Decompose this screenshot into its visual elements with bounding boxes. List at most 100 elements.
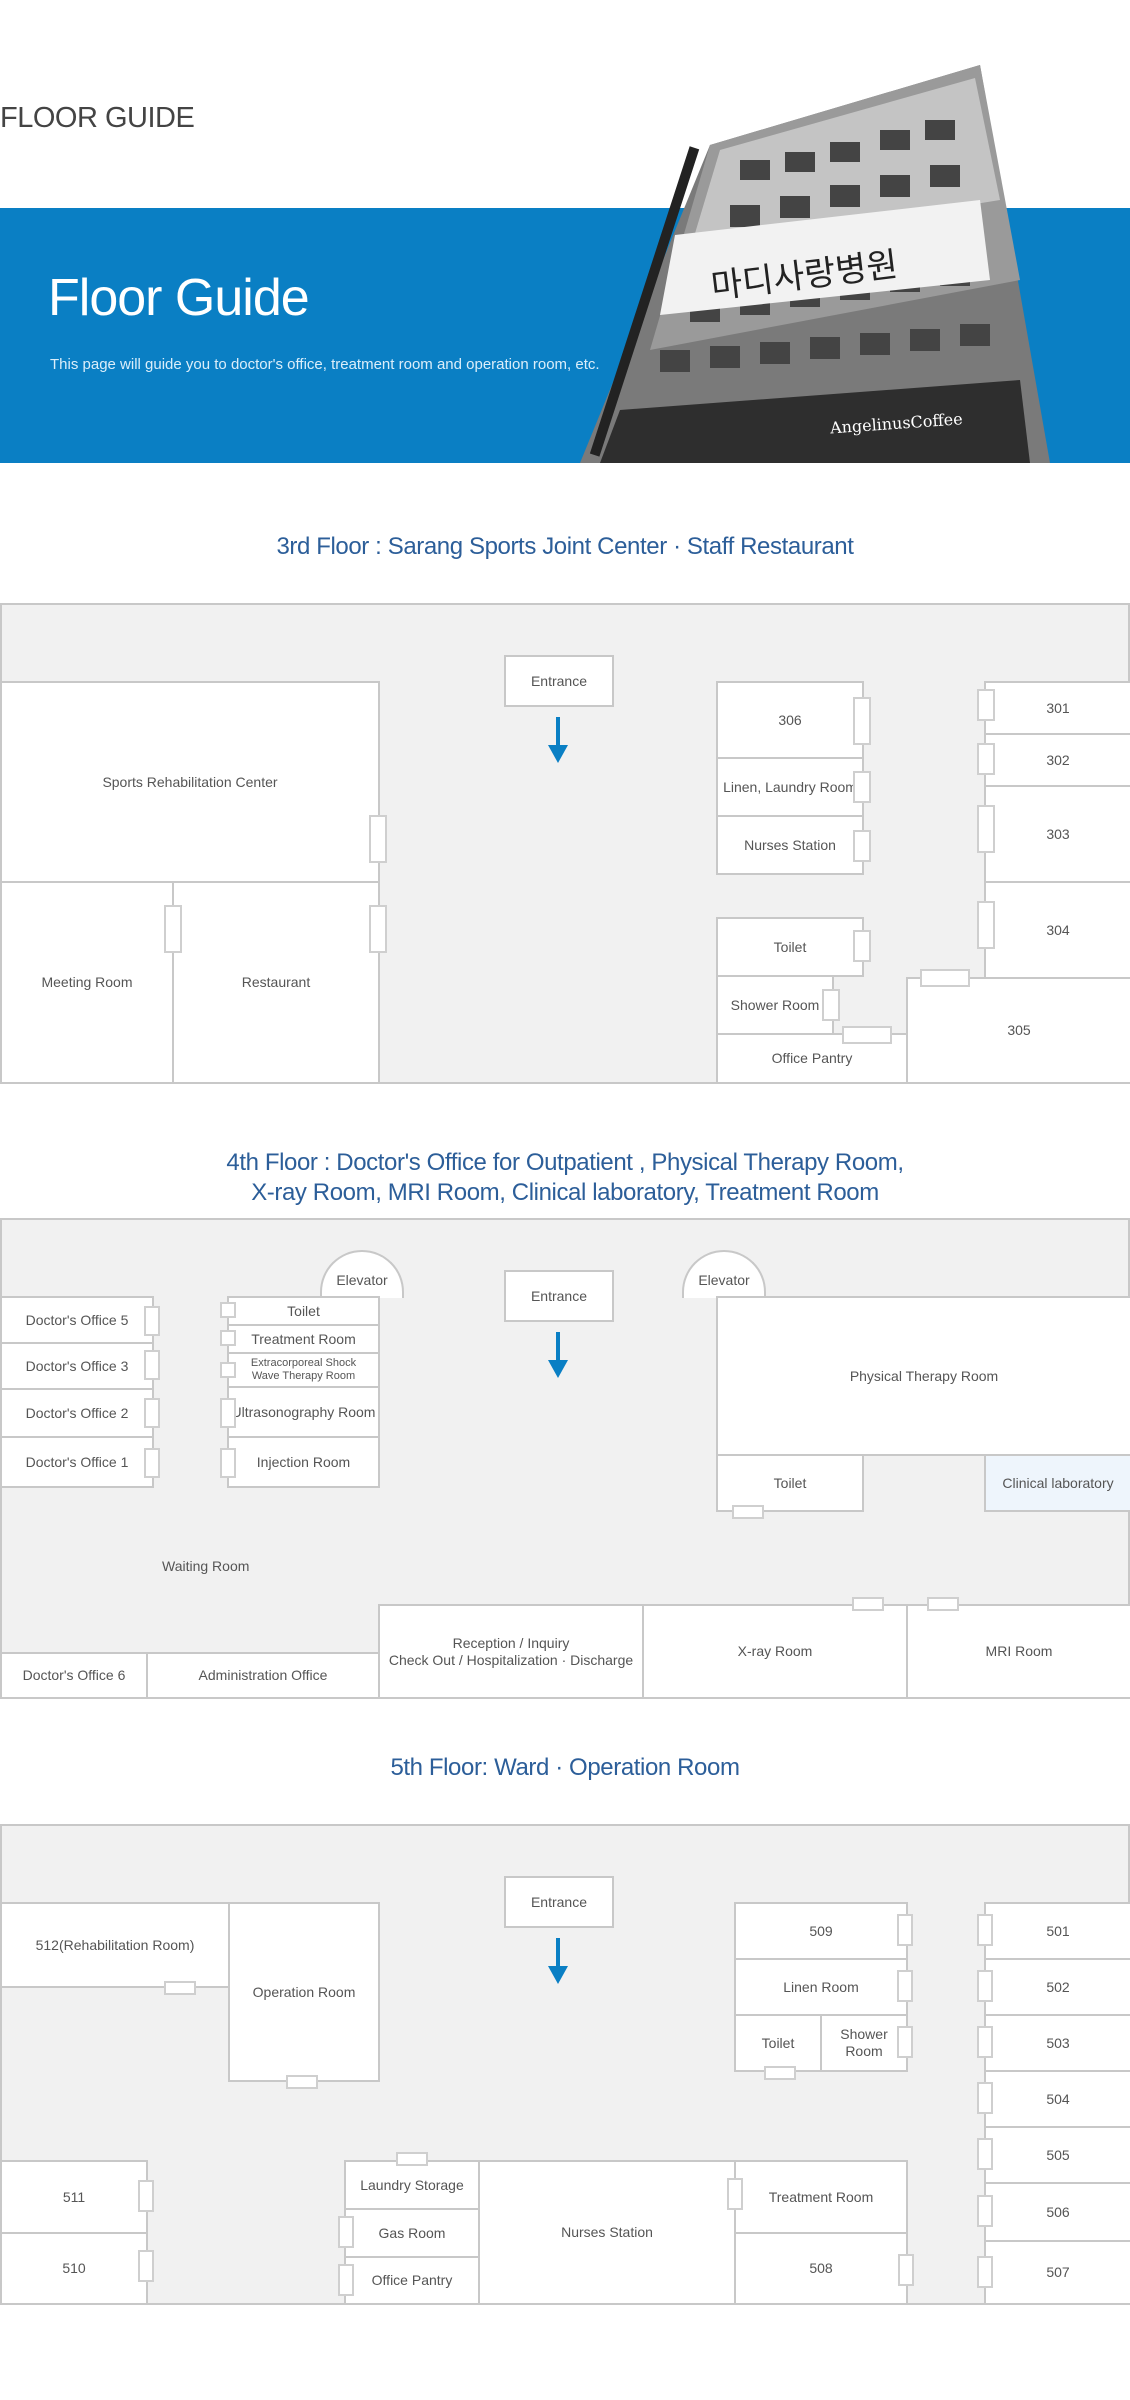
room-laundry-storage[interactable]: Laundry Storage (344, 2160, 480, 2210)
floor4-title-line1: 4th Floor : Doctor's Office for Outpatie… (226, 1149, 904, 1176)
room-label: Linen Room (783, 1978, 859, 1995)
room-operation[interactable]: Operation Room (228, 1902, 380, 2082)
room-linen[interactable]: Linen Room (734, 1958, 908, 2016)
room-nurses-station[interactable]: Nurses Station (716, 815, 864, 875)
room-toilet[interactable]: Toilet (716, 917, 864, 977)
room-501[interactable]: 501 (984, 1902, 1130, 1960)
room-doctors-office-3[interactable]: Doctor's Office 3 (0, 1342, 154, 1390)
room-doctors-office-5[interactable]: Doctor's Office 5 (0, 1296, 154, 1344)
room-507[interactable]: 507 (984, 2240, 1130, 2305)
room-505[interactable]: 505 (984, 2126, 1130, 2184)
room-eswt[interactable]: Extracorporeal Shock Wave Therapy Room (227, 1352, 380, 1388)
room-306[interactable]: 306 (716, 681, 864, 759)
room-label: Ultrasonography Room (231, 1403, 376, 1420)
down-arrow-icon (548, 717, 568, 763)
room-label: Doctor's Office 3 (25, 1357, 129, 1374)
door (764, 2066, 796, 2080)
room-label: Doctor's Office 1 (25, 1453, 129, 1470)
room-508[interactable]: 508 (734, 2232, 908, 2305)
door (977, 2256, 993, 2288)
room-510[interactable]: 510 (0, 2232, 148, 2305)
room-restaurant[interactable]: Restaurant (172, 881, 380, 1084)
room-toilet[interactable]: Toilet (734, 2014, 822, 2072)
room-ultrasonography[interactable]: Ultrasonography Room (227, 1386, 380, 1438)
elevator-label: Elevator (698, 1272, 750, 1288)
room-shower[interactable]: Shower Room (716, 975, 834, 1035)
door (220, 1330, 236, 1346)
room-label: Gas Room (378, 2224, 446, 2241)
door (977, 2026, 993, 2058)
room-office-pantry[interactable]: Office Pantry (344, 2256, 480, 2305)
door (977, 1970, 993, 2002)
room-toilet-left[interactable]: Toilet (227, 1296, 380, 1326)
room-label: 303 (1046, 825, 1070, 842)
room-303[interactable]: 303 (984, 785, 1130, 883)
door (853, 930, 871, 962)
room-503[interactable]: 503 (984, 2014, 1130, 2072)
room-nurses-station[interactable]: Nurses Station (478, 2160, 736, 2305)
room-injection[interactable]: Injection Room (227, 1436, 380, 1488)
room-label: Restaurant (241, 974, 311, 991)
door (727, 2178, 743, 2210)
room-doctors-office-1[interactable]: Doctor's Office 1 (0, 1436, 154, 1488)
room-doctors-office-6[interactable]: Doctor's Office 6 (0, 1652, 148, 1699)
door (897, 1914, 913, 1946)
room-label: Nurses Station (744, 836, 836, 853)
room-treatment[interactable]: Treatment Room (734, 2160, 908, 2234)
room-linen-laundry[interactable]: Linen, Laundry Room (716, 757, 864, 817)
door (220, 1362, 236, 1378)
room-toilet-right[interactable]: Toilet (716, 1454, 864, 1512)
room-512[interactable]: 512(Rehabilitation Room) (0, 1902, 230, 1988)
door (852, 1597, 884, 1611)
room-treatment[interactable]: Treatment Room (227, 1324, 380, 1354)
floor5-entrance: Entrance (504, 1876, 614, 1928)
room-meeting[interactable]: Meeting Room (0, 881, 174, 1084)
hospital-building-photo: 마디사랑병원 AngelinusCoffee (580, 65, 1050, 463)
room-label: 512(Rehabilitation Room) (35, 1936, 195, 1953)
floor4-title: 4th Floor : Doctor's Office for Outpatie… (0, 1148, 1130, 1208)
room-304[interactable]: 304 (984, 881, 1130, 979)
room-301[interactable]: 301 (984, 681, 1130, 735)
room-reception[interactable]: Reception / Inquiry Check Out / Hospital… (378, 1604, 644, 1699)
room-504[interactable]: 504 (984, 2070, 1130, 2128)
room-302[interactable]: 302 (984, 733, 1130, 787)
room-xray[interactable]: X-ray Room (642, 1604, 908, 1699)
door (338, 2216, 354, 2248)
room-label: Clinical laboratory (1002, 1474, 1114, 1491)
door (977, 805, 995, 853)
floor3-plan: Entrance Sports Rehabilitation Center Me… (0, 603, 1130, 1084)
door (920, 969, 970, 987)
room-label: Sports Rehabilitation Center (102, 773, 278, 790)
page-header: FLOOR GUIDE (0, 102, 195, 134)
room-label: Injection Room (256, 1453, 351, 1470)
room-509[interactable]: 509 (734, 1902, 908, 1960)
door (842, 1026, 892, 1044)
room-502[interactable]: 502 (984, 1958, 1130, 2016)
down-arrow-icon (548, 1332, 568, 1378)
room-label: 510 (62, 2260, 86, 2277)
room-shower[interactable]: Shower Room (820, 2014, 908, 2072)
room-doctors-office-2[interactable]: Doctor's Office 2 (0, 1388, 154, 1438)
door (853, 771, 871, 803)
room-305[interactable]: 305 (906, 977, 1130, 1084)
room-label: Linen, Laundry Room (723, 778, 857, 795)
room-label: Toilet (287, 1302, 320, 1319)
room-administration[interactable]: Administration Office (146, 1652, 380, 1699)
room-physical-therapy[interactable]: Physical Therapy Room (716, 1296, 1130, 1456)
door (898, 2254, 914, 2286)
door (338, 2264, 354, 2296)
room-sports-rehab[interactable]: Sports Rehabilitation Center (0, 681, 380, 883)
elevator-left[interactable]: Elevator (320, 1250, 404, 1298)
room-label: Laundry Storage (360, 2176, 464, 2193)
room-mri[interactable]: MRI Room (906, 1604, 1130, 1699)
room-label: 508 (809, 2260, 833, 2277)
room-511[interactable]: 511 (0, 2160, 148, 2234)
elevator-right[interactable]: Elevator (682, 1250, 766, 1298)
room-label: Office Pantry (771, 1050, 853, 1067)
door (286, 2075, 318, 2089)
floor4-plan: Elevator Elevator Entrance Doctor's Offi… (0, 1218, 1130, 1699)
door (977, 689, 995, 721)
room-506[interactable]: 506 (984, 2182, 1130, 2242)
room-clinical-laboratory[interactable]: Clinical laboratory (984, 1454, 1130, 1512)
room-gas[interactable]: Gas Room (344, 2208, 480, 2258)
